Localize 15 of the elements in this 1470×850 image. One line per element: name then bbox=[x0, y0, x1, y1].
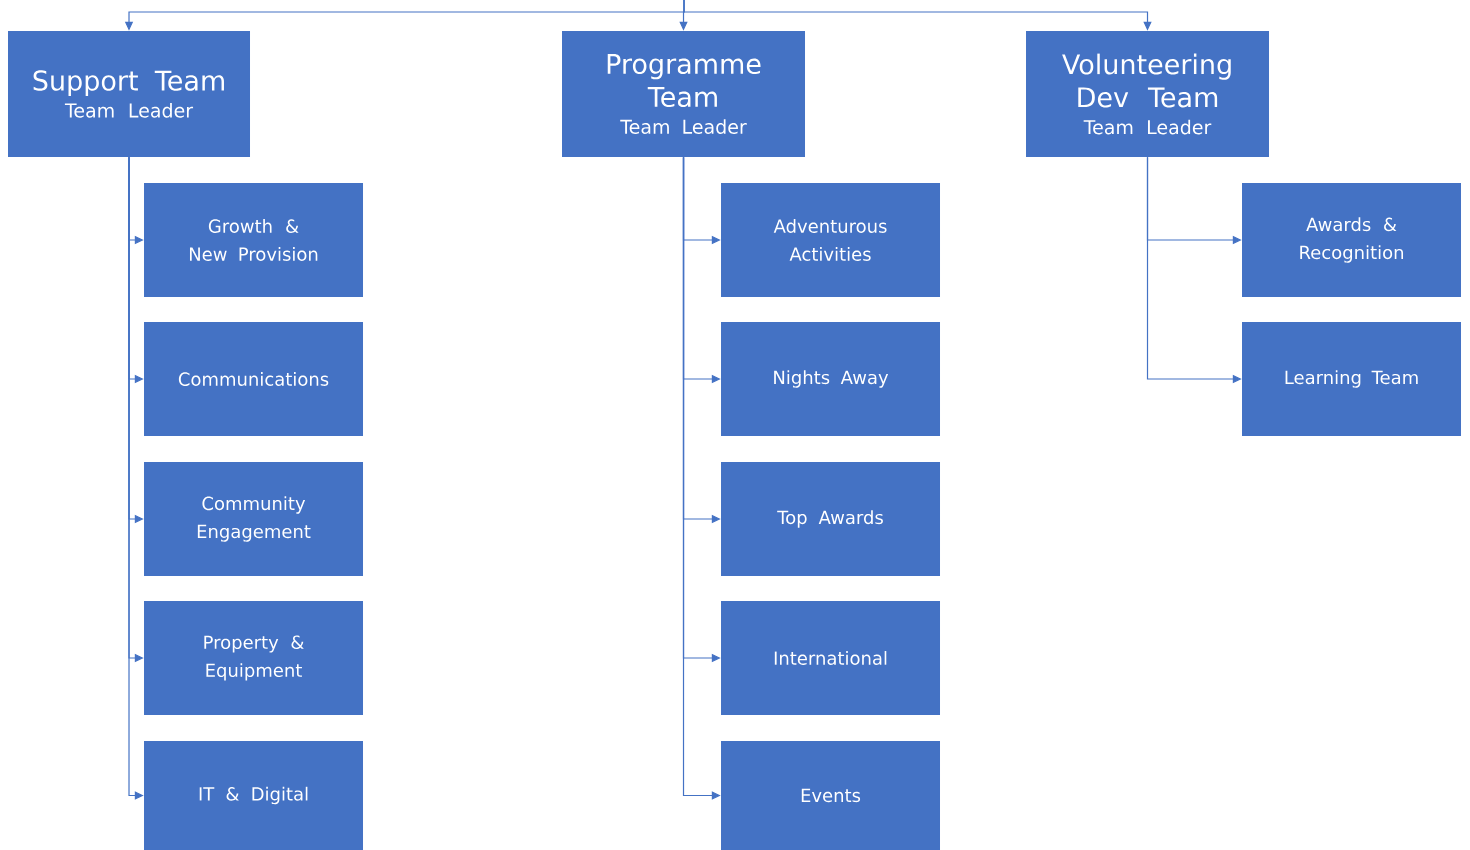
unit-box: Awards & Recognition bbox=[1242, 183, 1461, 297]
unit-box: Learning Team bbox=[1242, 322, 1461, 436]
team-box: Volunteering Dev Team Team Leader bbox=[1026, 31, 1269, 157]
unit-box: International bbox=[721, 601, 940, 715]
unit-box: Events bbox=[721, 741, 940, 850]
unit-box: Top Awards bbox=[721, 462, 940, 576]
unit-box: Growth & New Provision bbox=[144, 183, 363, 297]
team-box: Programme Team Team Leader bbox=[562, 31, 805, 157]
unit-box: Communications bbox=[144, 322, 363, 436]
unit-box: Adventurous Activities bbox=[721, 183, 940, 297]
unit-box: Nights Away bbox=[721, 322, 940, 436]
unit-box: Property & Equipment bbox=[144, 601, 363, 715]
team-box: Support Team Team Leader bbox=[8, 31, 250, 157]
unit-box: IT & Digital bbox=[144, 741, 363, 850]
unit-box: Community Engagement bbox=[144, 462, 363, 576]
